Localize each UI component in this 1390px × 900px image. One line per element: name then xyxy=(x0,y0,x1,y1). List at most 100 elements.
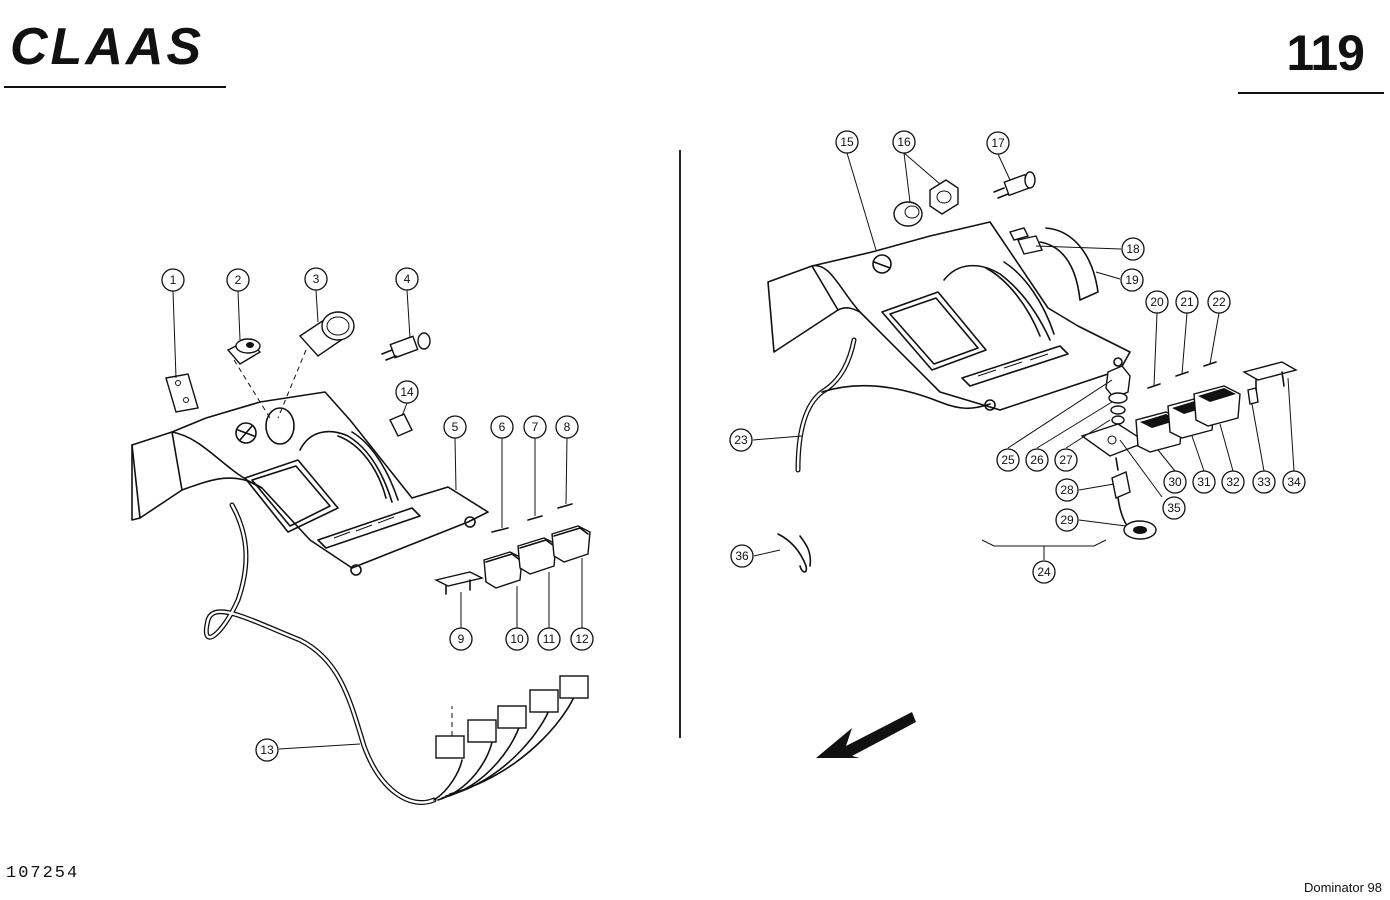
model-name: Dominator 98 xyxy=(1303,880,1382,895)
callout-6: 6 xyxy=(490,415,514,439)
header-rule-right xyxy=(1238,92,1384,94)
svg-text:12: 12 xyxy=(575,632,589,646)
svg-text:15: 15 xyxy=(840,135,854,149)
callout-17: 17 xyxy=(986,131,1010,155)
svg-text:7: 7 xyxy=(532,420,539,434)
part-18-clip xyxy=(1017,235,1043,255)
svg-text:1: 1 xyxy=(170,273,177,287)
svg-text:27: 27 xyxy=(1059,453,1073,467)
part-17-connector xyxy=(993,171,1036,199)
callout-16: 16 xyxy=(892,130,916,154)
callout-31: 31 xyxy=(1192,470,1216,494)
section-divider xyxy=(679,150,681,738)
svg-text:24: 24 xyxy=(1037,565,1051,579)
callout-29: 29 xyxy=(1055,508,1079,532)
part-3-gauge xyxy=(277,311,355,419)
callout-4: 4 xyxy=(395,267,419,291)
svg-text:10: 10 xyxy=(510,632,524,646)
callout-9: 9 xyxy=(449,627,473,651)
callout-23: 23 xyxy=(729,428,753,452)
callout-25: 25 xyxy=(996,448,1020,472)
part-1-plate xyxy=(165,373,199,413)
svg-text:23: 23 xyxy=(734,433,748,447)
right-side-panel xyxy=(767,265,839,353)
svg-text:8: 8 xyxy=(564,420,571,434)
svg-text:13: 13 xyxy=(260,743,274,757)
callout-18: 18 xyxy=(1121,237,1145,261)
part-9-bracket xyxy=(433,571,485,587)
part-24-span xyxy=(981,539,1107,547)
svg-text:34: 34 xyxy=(1287,475,1301,489)
callout-33: 33 xyxy=(1252,470,1276,494)
brand-logo: CLAAS xyxy=(10,20,204,70)
callout-19: 19 xyxy=(1120,268,1144,292)
callout-10: 10 xyxy=(505,627,529,651)
left-assembly xyxy=(131,311,591,806)
callout-26: 26 xyxy=(1025,448,1049,472)
callout-20: 20 xyxy=(1145,290,1169,314)
svg-text:26: 26 xyxy=(1030,453,1044,467)
svg-text:5: 5 xyxy=(452,420,459,434)
svg-text:29: 29 xyxy=(1060,513,1074,527)
parts-30-32-switches xyxy=(1135,385,1241,453)
left-console-body xyxy=(171,391,489,569)
callout-15: 15 xyxy=(835,130,859,154)
callout-24: 24 xyxy=(1032,560,1056,584)
callout-5: 5 xyxy=(443,415,467,439)
svg-text:3: 3 xyxy=(313,272,320,286)
part-28-switch xyxy=(1111,457,1131,499)
svg-text:11: 11 xyxy=(543,632,556,646)
svg-text:19: 19 xyxy=(1125,273,1139,287)
part-2-switch xyxy=(226,338,271,419)
svg-text:36: 36 xyxy=(735,549,749,563)
direction-arrow xyxy=(816,712,916,758)
callout-22: 22 xyxy=(1207,290,1231,314)
svg-text:25: 25 xyxy=(1001,453,1015,467)
parts-10-12-switches xyxy=(483,525,591,589)
part-36-clamp xyxy=(777,533,812,573)
part-19-cover xyxy=(1039,227,1099,301)
part-33-clip xyxy=(1247,387,1259,405)
part-29-sensor xyxy=(1117,497,1157,540)
svg-text:28: 28 xyxy=(1060,483,1074,497)
callout-28: 28 xyxy=(1055,478,1079,502)
callout-30: 30 xyxy=(1163,470,1187,494)
svg-text:22: 22 xyxy=(1212,295,1226,309)
svg-text:31: 31 xyxy=(1197,475,1211,489)
svg-text:32: 32 xyxy=(1226,475,1240,489)
callout-8: 8 xyxy=(555,415,579,439)
callout-2: 2 xyxy=(226,268,250,292)
svg-text:30: 30 xyxy=(1168,475,1182,489)
page-number: 119 xyxy=(1286,25,1365,81)
brand-logo-text: CLAAS xyxy=(10,20,204,70)
callout-13: 13 xyxy=(255,738,279,762)
callout-11: 11 xyxy=(537,627,561,651)
leader-lines xyxy=(172,152,1295,750)
callout-7: 7 xyxy=(523,415,547,439)
svg-text:20: 20 xyxy=(1150,295,1164,309)
svg-text:9: 9 xyxy=(458,632,465,646)
svg-text:17: 17 xyxy=(991,136,1005,150)
callout-35: 35 xyxy=(1162,496,1186,520)
callout-21: 21 xyxy=(1175,290,1199,314)
svg-text:14: 14 xyxy=(400,385,414,399)
svg-text:6: 6 xyxy=(499,420,506,434)
part-4-connector xyxy=(381,332,431,361)
callout-3: 3 xyxy=(304,267,328,291)
callout-34: 34 xyxy=(1282,470,1306,494)
callout-27: 27 xyxy=(1054,448,1078,472)
header-rule-left xyxy=(4,86,226,88)
callout-12: 12 xyxy=(570,627,594,651)
document-number: 107254 xyxy=(6,864,80,883)
svg-text:16: 16 xyxy=(897,135,911,149)
left-side-panel xyxy=(131,431,183,519)
svg-text:21: 21 xyxy=(1180,295,1194,309)
part-16-gauge xyxy=(893,179,959,227)
parts-25-27-stack xyxy=(1105,365,1131,425)
svg-text:4: 4 xyxy=(404,272,411,286)
right-assembly xyxy=(767,171,1298,758)
svg-text:18: 18 xyxy=(1126,242,1140,256)
part-23-cable xyxy=(795,337,857,473)
